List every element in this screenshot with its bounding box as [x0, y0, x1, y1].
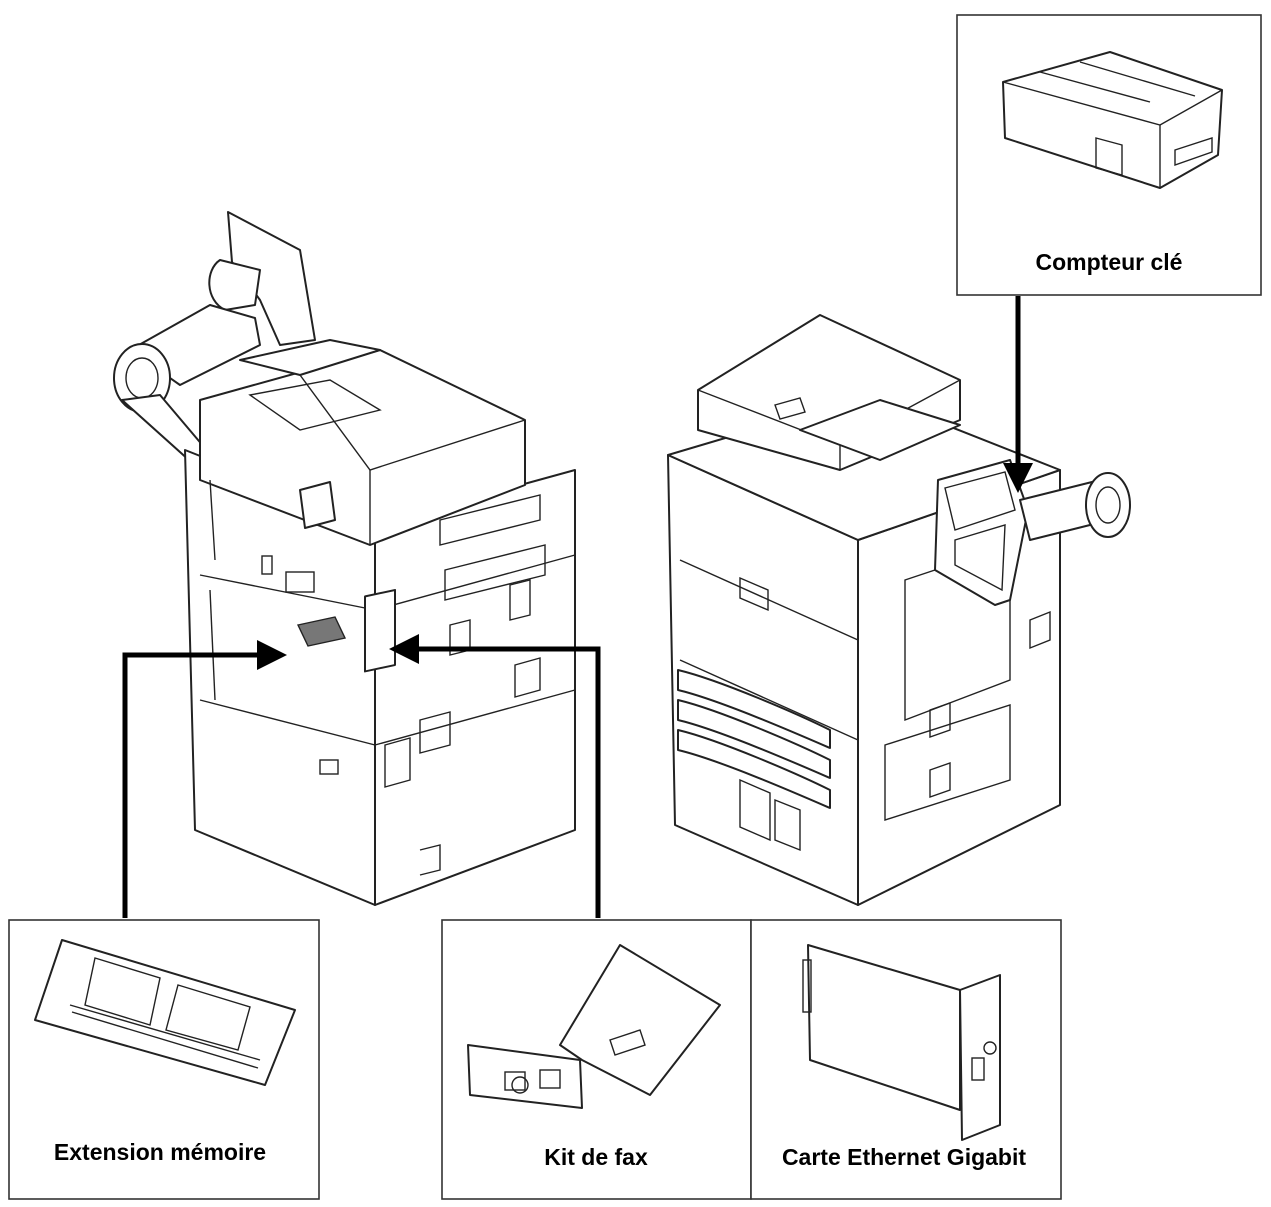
memory-module-illustration — [34, 939, 296, 1086]
memory-expansion-label: Extension mémoire — [54, 1139, 266, 1165]
printer-front-view — [667, 314, 1131, 906]
ethernet-card-illustration — [802, 944, 1001, 1141]
fax-kit-callout: Kit de fax — [441, 919, 752, 1200]
gigabit-ethernet-callout: Carte Ethernet Gigabit — [750, 919, 1062, 1200]
fax-kit-label: Kit de fax — [544, 1144, 648, 1170]
key-counter-label: Compteur clé — [1036, 249, 1183, 275]
memory-expansion-arrow — [122, 640, 287, 918]
fax-kit-illustration — [467, 944, 721, 1109]
fax-kit-arrow — [389, 634, 601, 918]
key-counter-callout: Compteur clé — [956, 14, 1262, 296]
gigabit-ethernet-label: Carte Ethernet Gigabit — [782, 1144, 1026, 1170]
memory-expansion-callout: Extension mémoire — [8, 919, 320, 1200]
printer-rear-view — [113, 211, 576, 906]
key-counter-illustration — [1002, 51, 1223, 189]
